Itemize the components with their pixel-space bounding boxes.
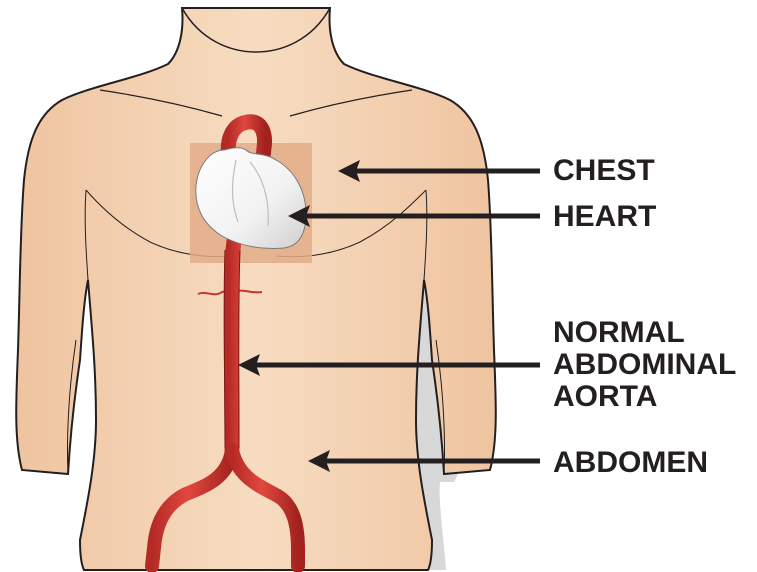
- label-chest: CHEST: [553, 156, 655, 186]
- label-heart: HEART: [553, 202, 656, 232]
- label-aorta-line2: ABDOMINAL: [553, 350, 736, 380]
- label-aorta-line1: NORMAL: [553, 318, 685, 348]
- label-aorta-line3: AORTA: [553, 382, 657, 412]
- label-abdomen: ABDOMEN: [553, 448, 708, 478]
